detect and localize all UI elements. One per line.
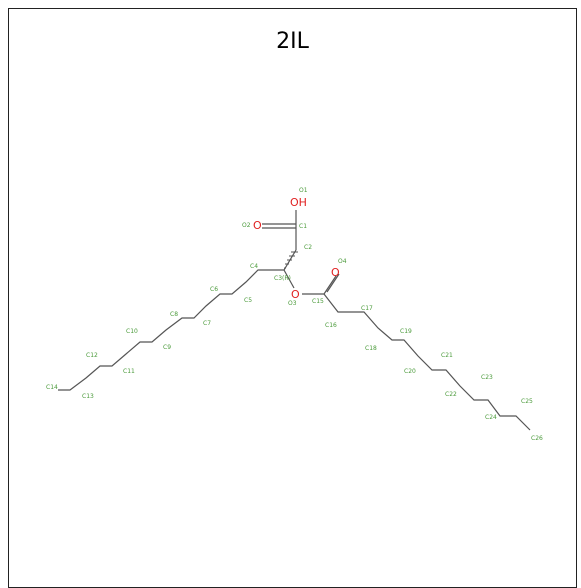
atom-o-ester: O [291,288,300,301]
label-c7: C7 [203,320,211,327]
label-o1: O1 [299,187,308,194]
label-c8: C8 [170,311,178,318]
atom-oh: OH [290,196,307,209]
label-c20: C20 [404,368,416,375]
label-c2: C2 [304,244,312,251]
atom-o-carbonyl: O [253,219,262,232]
label-c19: C19 [400,328,412,335]
label-c26: C26 [531,435,543,442]
label-c14: C14 [46,384,58,391]
bond-lines [58,210,531,431]
stereo-hash-bond [284,251,298,269]
label-c6: C6 [210,286,218,293]
label-c25: C25 [521,398,533,405]
label-c18: C18 [365,345,377,352]
label-c15: C15 [312,298,324,305]
label-o4: O4 [338,258,347,265]
label-c9: C9 [163,344,171,351]
diagram-frame: 2IL [8,8,577,588]
label-c16: C16 [325,322,337,329]
label-c4: C4 [250,263,258,270]
label-c22: C22 [445,391,457,398]
label-c1: C1 [299,223,307,230]
label-c13: C13 [82,393,94,400]
label-c5: C5 [244,297,252,304]
label-o3: O3 [288,300,297,307]
diagram-title: 2IL [276,29,309,54]
label-c17: C17 [361,305,373,312]
label-c21: C21 [441,352,453,359]
label-c12: C12 [86,352,98,359]
label-c10: C10 [126,328,138,335]
label-c24: C24 [485,414,497,421]
label-c3: C3(R) [274,275,291,282]
label-c11: C11 [123,368,135,375]
atom-o-ester-carbonyl: O [331,266,340,279]
label-c23: C23 [481,374,493,381]
label-o2: O2 [242,222,251,229]
